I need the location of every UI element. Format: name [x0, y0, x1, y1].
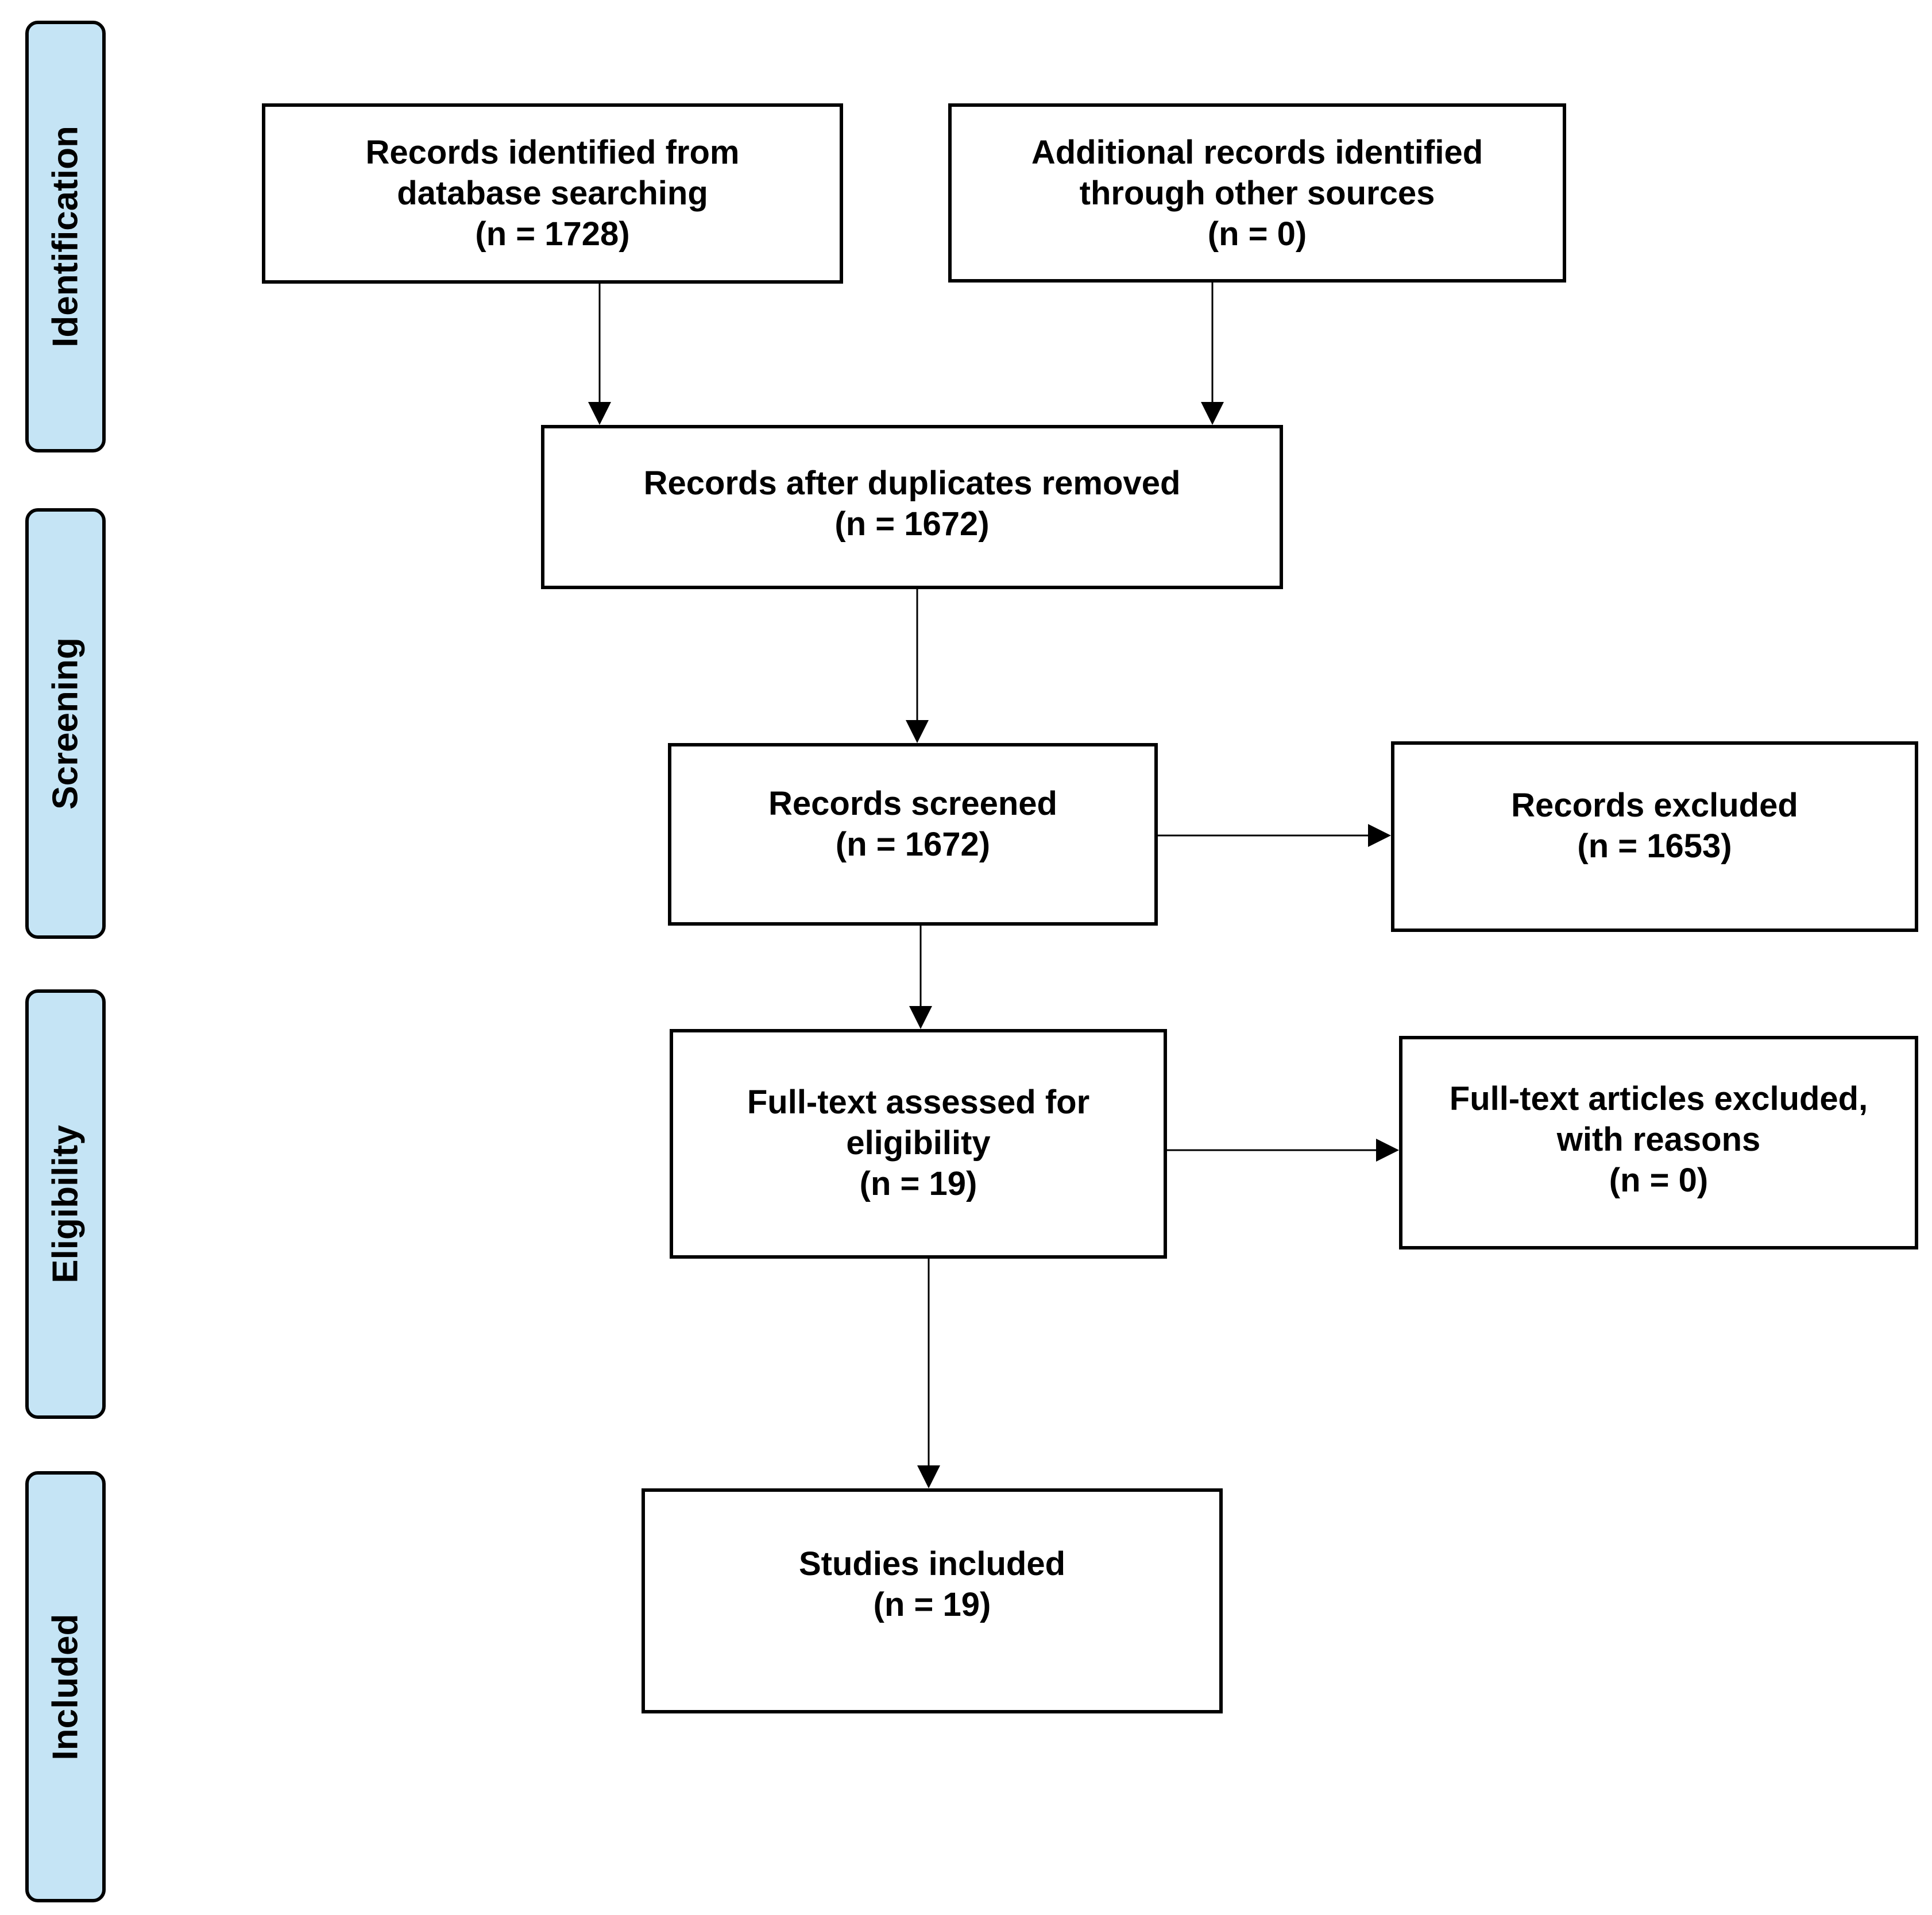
duplicates-removed-box: Records after duplicates removed (n = 16…	[541, 425, 1283, 589]
full-text-assessed-line1: Full-text assessed for	[747, 1084, 1090, 1121]
database-search-count: (n = 1728)	[475, 215, 630, 253]
arrowhead-fulltext-to-excluded	[1376, 1139, 1399, 1162]
full-text-excluded-line1: Full-text articles excluded,	[1449, 1080, 1868, 1117]
studies-included-box: Studies included (n = 19)	[642, 1488, 1223, 1713]
full-text-excluded-box: Full-text articles excluded, with reason…	[1399, 1036, 1918, 1249]
studies-included-count: (n = 19)	[873, 1586, 991, 1623]
studies-included-line1: Studies included	[798, 1545, 1066, 1583]
records-screened-count: (n = 1672)	[835, 826, 991, 863]
other-sources-box: Additional records identified through ot…	[948, 103, 1566, 283]
arrowhead-screened-to-fulltext	[909, 1006, 932, 1029]
full-text-excluded-line2: with reasons	[1556, 1121, 1761, 1158]
records-screened-box: Records screened (n = 1672)	[668, 743, 1158, 926]
arrowhead-duplicates-to-screened	[906, 720, 929, 743]
arrowhead-database-to-duplicates	[588, 402, 611, 425]
full-text-assessed-count: (n = 19)	[859, 1165, 977, 1202]
arrowhead-screened-to-excluded	[1368, 824, 1391, 847]
records-excluded-box: Records excluded (n = 1653)	[1391, 741, 1918, 932]
arrowhead-other-to-duplicates	[1201, 402, 1224, 425]
records-screened-line1: Records screened	[768, 785, 1057, 822]
arrowhead-fulltext-to-included	[917, 1465, 940, 1488]
duplicates-removed-line1: Records after duplicates removed	[643, 465, 1181, 502]
other-sources-count: (n = 0)	[1207, 215, 1307, 253]
duplicates-removed-count: (n = 1672)	[834, 505, 990, 543]
phase-included: Included	[25, 1471, 106, 1902]
full-text-assessed-box: Full-text assessed for eligibility (n = …	[670, 1029, 1167, 1259]
phase-identification: Identification	[25, 21, 106, 452]
database-search-line1: Records identified from	[365, 134, 740, 171]
records-excluded-count: (n = 1653)	[1577, 827, 1732, 865]
phase-screening: Screening	[25, 508, 106, 939]
full-text-excluded-count: (n = 0)	[1609, 1162, 1709, 1199]
full-text-assessed-line2: eligibility	[846, 1124, 991, 1162]
database-search-line2: database searching	[397, 175, 708, 212]
phase-eligibility: Eligibility	[25, 989, 106, 1419]
database-search-box: Records identified from database searchi…	[262, 103, 843, 284]
other-sources-line1: Additional records identified	[1031, 134, 1483, 171]
records-excluded-line1: Records excluded	[1511, 787, 1798, 824]
other-sources-line2: through other sources	[1079, 175, 1435, 212]
